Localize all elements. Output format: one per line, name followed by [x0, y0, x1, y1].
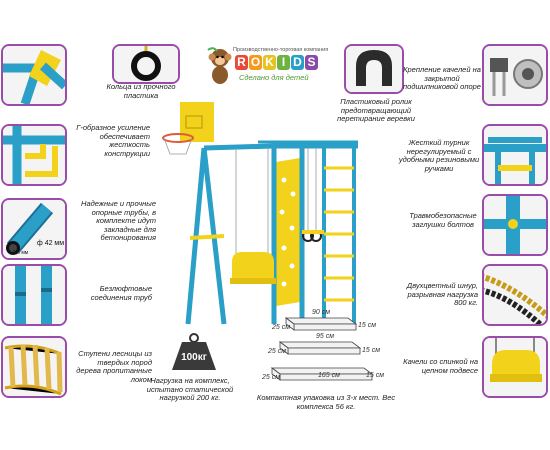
caption-corner: Г-образное усиление обеспечивает жесткос… [76, 123, 150, 158]
card-l-brace [1, 124, 67, 186]
brand-letter: K [263, 55, 276, 70]
card-pipe-corner [1, 44, 67, 106]
bearing-mount-icon [484, 46, 546, 104]
wall-thickness-label: 1,5 мм [13, 250, 29, 256]
rope-icon [484, 266, 546, 324]
packaging-boxes-icon [270, 317, 374, 381]
card-ladder-steps [1, 336, 67, 398]
card-bolt-caps [482, 194, 548, 256]
brand-letter: I [277, 55, 290, 70]
card-roller [344, 44, 404, 94]
weight-icon [172, 333, 216, 370]
company-line: Производственно-торговая компания [233, 47, 329, 53]
brand-letter: D [291, 55, 304, 70]
roller-icon [346, 46, 402, 92]
box2-height: 15 см [362, 347, 381, 354]
brand-letter: S [305, 55, 318, 70]
box3-length: 165 см [318, 372, 340, 379]
brand-logo: Производственно-торговая компания R O K … [205, 42, 335, 92]
brand-letters: R O K I D S [235, 55, 318, 70]
caption-bar: Жесткий турник нерегулируемый с удобными… [398, 138, 480, 173]
pipe-section-icon [3, 200, 65, 258]
playground-illustration [162, 102, 358, 325]
caption-swing-mount: Крепление качелей на закрытой подшипнико… [403, 65, 481, 92]
l-brace-icon [3, 126, 65, 184]
ladder-icon [3, 338, 65, 396]
card-rope [482, 264, 548, 326]
box1-width: 25 см [272, 324, 291, 331]
caption-pipes: Надежные и прочные опорные трубы, в комп… [81, 199, 156, 243]
caption-ladder: Ступени лесницы из твердых пород дерева … [76, 349, 152, 384]
caption-threadless: Безлюфтовые соединения труб [90, 284, 152, 302]
box3-width: 25 см [262, 374, 281, 381]
box1-length: 90 см [312, 309, 331, 316]
pipe-corner-icon [3, 46, 65, 104]
brand-tagline: Сделано для детей [239, 73, 309, 82]
caption-caps: Травмобезопасные заглушки болтов [409, 211, 477, 229]
monkey-mascot-icon [207, 47, 232, 84]
bolt-cap-icon [484, 196, 546, 254]
caption-rings: Кольца из прочного пластика [106, 82, 176, 100]
pull-up-bar-icon [484, 126, 546, 184]
card-rings [112, 44, 180, 84]
brand-letter: R [235, 55, 248, 70]
caption-rope: Двухцветный шнур, разрывная нагрузка 800… [406, 281, 478, 308]
card-swing-mount [482, 44, 548, 106]
swing-seat-icon [484, 338, 546, 396]
caption-load: Нагрузка на комплекс, испытано статическ… [146, 376, 234, 403]
card-pipe-diameter: ф 42 мм 1,5 мм [1, 198, 67, 260]
caption-packaging: Компактная упаковка из 3-х мест. Вес ком… [256, 393, 396, 411]
box2-length: 95 см [316, 333, 335, 340]
card-bar [482, 124, 548, 186]
card-seat [482, 336, 548, 398]
box1-height: 15 см [358, 322, 377, 329]
pipe-joint-icon [3, 266, 65, 324]
box3-height: 15 см [366, 372, 385, 379]
caption-roller: Пластиковый ролик предотвращающий перети… [337, 97, 415, 124]
caption-seat: Качели со спинкой на цепном подвесе [403, 357, 478, 375]
box2-width: 25 см [268, 348, 287, 355]
gym-ring-icon [114, 46, 178, 82]
pipe-diameter-label: ф 42 мм [37, 240, 65, 247]
weight-label: 100кг [181, 352, 207, 363]
card-pipe-joint [1, 264, 67, 326]
brand-letter: O [249, 55, 262, 70]
